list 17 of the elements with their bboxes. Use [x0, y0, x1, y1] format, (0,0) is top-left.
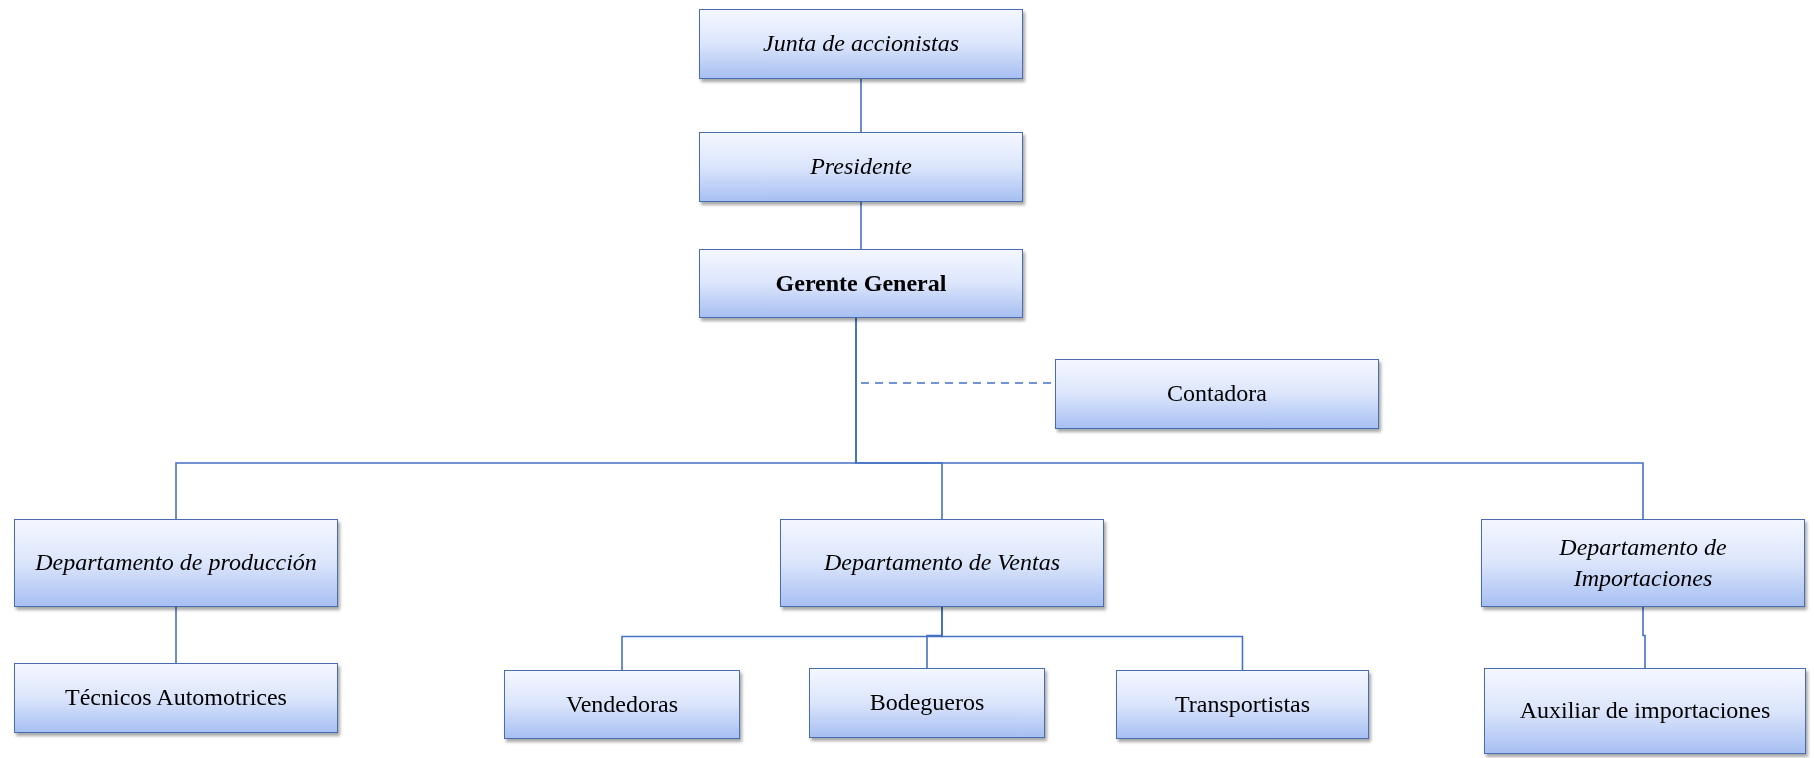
accountant-box: Contadora [1055, 359, 1379, 429]
shareholders-board-box: Junta de accionistas [699, 9, 1023, 79]
staff-box: Bodegueros [809, 668, 1045, 738]
staff-box: Transportistas [1116, 670, 1369, 739]
staff-box: Técnicos Automotrices [14, 663, 338, 733]
staff-box: Vendedoras [504, 670, 740, 739]
connector-line [175, 606, 177, 664]
connector-line [860, 78, 862, 133]
department-box: Departamento de producción [14, 519, 338, 607]
president-box: Presidente [699, 132, 1023, 202]
staff-box: Auxiliar de importaciones [1484, 668, 1806, 754]
connector-line [860, 201, 862, 250]
connector-line [1642, 606, 1646, 669]
department-box: Departamento de Ventas [780, 519, 1104, 607]
connector-line [941, 606, 1244, 671]
general-manager-box: Gerente General [699, 249, 1023, 318]
department-box: Departamento de Importaciones [1481, 519, 1805, 607]
